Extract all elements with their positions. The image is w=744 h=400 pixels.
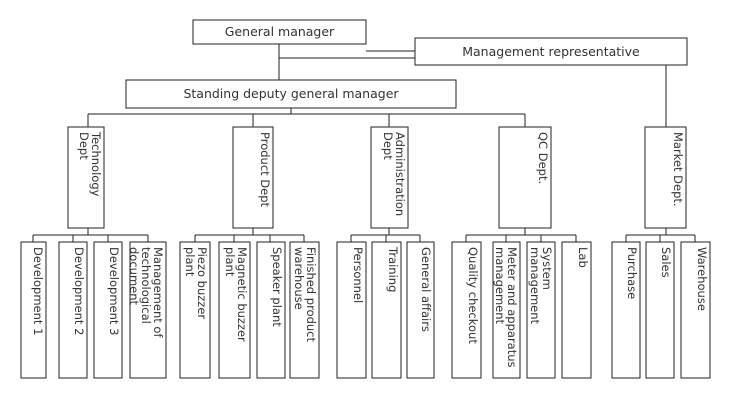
- unit-box-label-line: Sales: [659, 247, 673, 278]
- dept-box-technology-label-line: Dept: [77, 132, 91, 160]
- dept-box-market-label-line: Market Dept.: [671, 132, 685, 207]
- unit-box-label-line: management: [493, 247, 507, 325]
- management-representative-label: Management representative: [462, 44, 640, 59]
- general-manager-box: General manager: [192, 19, 367, 45]
- unit-box-label-line: Development 2: [72, 247, 86, 335]
- dept-box-product: Product Dept: [232, 126, 274, 229]
- unit-box-label-line: Piezo buzzer: [195, 247, 209, 319]
- standing-deputy-box: Standing deputy general manager: [125, 79, 457, 109]
- dept-box-technology-label-line: Technology: [89, 131, 103, 197]
- unit-box: Sales: [645, 241, 675, 379]
- unit-box-label-line: Management of: [151, 247, 165, 338]
- unit-box: Warehouse: [680, 241, 711, 379]
- unit-box-label-line: Speaker plant: [270, 247, 284, 327]
- dept-box-market: Market Dept.: [644, 126, 687, 229]
- unit-box: Purchase: [611, 241, 641, 379]
- unit-box: General affairs: [406, 241, 435, 379]
- connector-lines: [32, 38, 696, 242]
- unit-box-label-line: Lab: [576, 247, 590, 268]
- unit-box-label-line: Development 3: [107, 247, 121, 335]
- unit-box-label-line: Personnel: [351, 247, 365, 303]
- unit-box: Development 3: [93, 241, 123, 379]
- unit-box-label-line: document: [127, 247, 141, 306]
- unit-box-label-line: plant: [223, 247, 237, 277]
- standing-deputy-label: Standing deputy general manager: [183, 86, 399, 101]
- dept-box-administration-label-line: Administration: [393, 132, 407, 216]
- unit-box-label-line: Warehouse: [695, 247, 709, 311]
- unit-box-label-line: System: [540, 247, 554, 290]
- dept-box-qc-label-line: QC Dept.: [536, 132, 550, 184]
- unit-box-label-line: General affairs: [419, 247, 433, 332]
- unit-box-label-line: Meter and apparatus: [505, 247, 519, 368]
- dept-box-product-label-line: Product Dept: [258, 132, 272, 208]
- unit-box-label-line: technological: [139, 247, 153, 324]
- unit-box: Lab: [561, 241, 592, 379]
- unit-box-label-line: Quality checkout: [466, 247, 480, 344]
- management-representative-box: Management representative: [414, 37, 688, 66]
- unit-box-label-line: plant: [183, 247, 197, 277]
- dept-box-qc: QC Dept.: [498, 126, 552, 229]
- unit-box-label-line: Purchase: [625, 247, 639, 299]
- unit-box: Development 1: [20, 241, 47, 379]
- unit-box: Development 2: [58, 241, 88, 379]
- general-manager-label: General manager: [225, 24, 335, 39]
- unit-box-label-line: Development 1: [31, 247, 45, 335]
- unit-box: Quality checkout: [451, 241, 482, 379]
- unit-box-label-line: management: [528, 247, 542, 325]
- unit-box-label-line: Training: [386, 246, 400, 292]
- unit-box-label-line: Finished product: [304, 247, 318, 342]
- unit-box: Speaker plant: [256, 241, 286, 379]
- unit-box: Personnel: [336, 241, 367, 379]
- dept-box-administration-label-line: Dept: [381, 132, 395, 160]
- unit-box-label-line: Magnetic buzzer: [235, 247, 249, 342]
- unit-box-label-line: warehouse: [292, 247, 306, 310]
- unit-box: Training: [371, 241, 402, 379]
